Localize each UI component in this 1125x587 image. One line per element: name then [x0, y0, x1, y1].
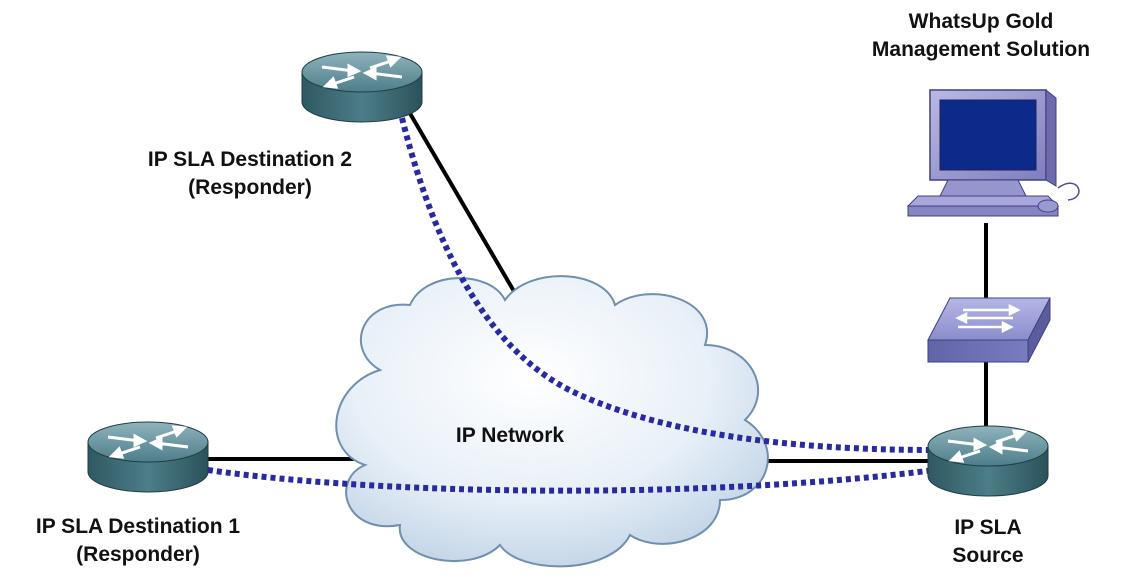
router-destination-1 — [87, 421, 209, 493]
label-source: IP SLA Source — [930, 514, 1046, 570]
cloud-icon — [335, 275, 769, 568]
router-destination-2 — [301, 51, 423, 123]
switch — [927, 297, 1051, 363]
label-destination-2-line2: (Responder) — [188, 176, 312, 199]
label-source-line2: Source — [952, 544, 1024, 567]
management-workstation — [906, 88, 1080, 217]
physical-links — [208, 108, 988, 463]
label-source-line1: IP SLA — [954, 516, 1022, 539]
label-management: WhatsUp Gold Management Solution — [838, 8, 1124, 64]
router-source — [927, 425, 1049, 497]
label-destination-1: IP SLA Destination 1 (Responder) — [0, 513, 276, 569]
label-destination-2: IP SLA Destination 2 (Responder) — [112, 146, 388, 202]
label-destination-2-line1: IP SLA Destination 2 — [147, 148, 353, 171]
label-destination-1-line1: IP SLA Destination 1 — [35, 515, 241, 538]
sla-path-destination2 — [399, 117, 936, 453]
label-destination-1-line2: (Responder) — [76, 543, 200, 566]
label-management-line2: Management Solution — [871, 38, 1091, 61]
ip-network-cloud — [335, 275, 769, 568]
sla-path-destination1 — [207, 467, 936, 494]
label-management-line1: WhatsUp Gold — [908, 10, 1054, 33]
sla-paths — [207, 117, 936, 494]
link-destination2-to-network — [406, 108, 524, 307]
switch-icon — [927, 339, 1029, 363]
label-ip-network: IP Network — [420, 422, 600, 450]
label-ip-network-text: IP Network — [455, 424, 565, 447]
workstation-icon — [906, 88, 1080, 217]
